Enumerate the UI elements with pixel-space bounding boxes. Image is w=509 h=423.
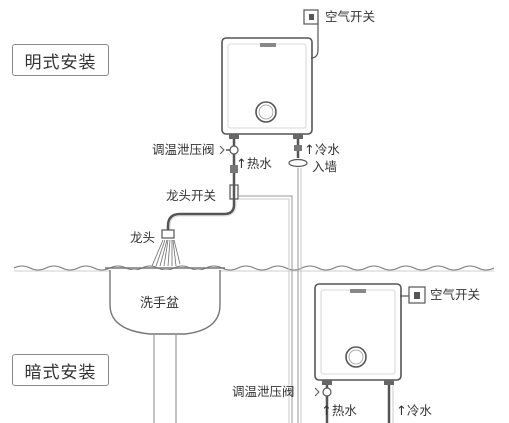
exposed-hot-water-label: ↑热水 xyxy=(236,157,272,172)
floor-line xyxy=(13,265,495,271)
exposed-hot-water-pipe xyxy=(161,139,239,239)
exposed-install-title: 明式安装 xyxy=(12,44,109,76)
concealed-cold-water-text: 冷水 xyxy=(406,403,432,418)
cold-water-text: 冷水 xyxy=(314,142,340,157)
concealed-cold-water-label: ↑冷水 xyxy=(396,404,432,419)
wash-basin xyxy=(105,267,225,423)
exposed-cold-water-pipe xyxy=(288,139,308,168)
exposed-cold-water-label: ↑冷水 xyxy=(304,143,340,158)
exposed-relief-valve-label: 调温泄压阀 xyxy=(152,142,215,157)
concealed-hot-water-label: ↑热水 xyxy=(321,404,357,419)
heater-logo xyxy=(260,43,276,47)
faucet-switch-label: 龙头开关 xyxy=(166,188,217,203)
into-wall-label: 入墙 xyxy=(312,159,338,174)
hot-water-text: 热水 xyxy=(246,156,272,171)
water-spray xyxy=(151,239,181,267)
hot-water-arrow-icon: ↑ xyxy=(236,157,247,172)
concealed-hot-water-arrow-icon: ↑ xyxy=(321,404,332,419)
concealed-pipes xyxy=(314,385,394,423)
faucet-head xyxy=(161,229,175,239)
wash-basin-label: 洗手盆 xyxy=(140,296,180,311)
exposed-power-cable xyxy=(310,19,319,59)
faucet-label: 龙头 xyxy=(130,230,156,245)
concealed-heater xyxy=(314,283,402,385)
exposed-relief-valve xyxy=(229,145,239,155)
vertical-pipe-left xyxy=(239,195,293,423)
concealed-install-title: 暗式安装 xyxy=(12,354,109,386)
concealed-hot-water-text: 热水 xyxy=(331,403,357,418)
concealed-install-title-text: 暗式安装 xyxy=(24,362,97,383)
exposed-heater xyxy=(221,37,313,139)
exposed-install-title-text: 明式安装 xyxy=(24,52,97,73)
cold-water-arrow-icon: ↑ xyxy=(304,143,315,158)
concealed-air-switch-label: 空气开关 xyxy=(430,287,481,302)
concealed-cold-water-arrow-icon: ↑ xyxy=(396,404,407,419)
concealed-relief-valve-label: 调温泄压阀 xyxy=(232,384,295,399)
exposed-air-switch-label: 空气开关 xyxy=(325,9,376,24)
